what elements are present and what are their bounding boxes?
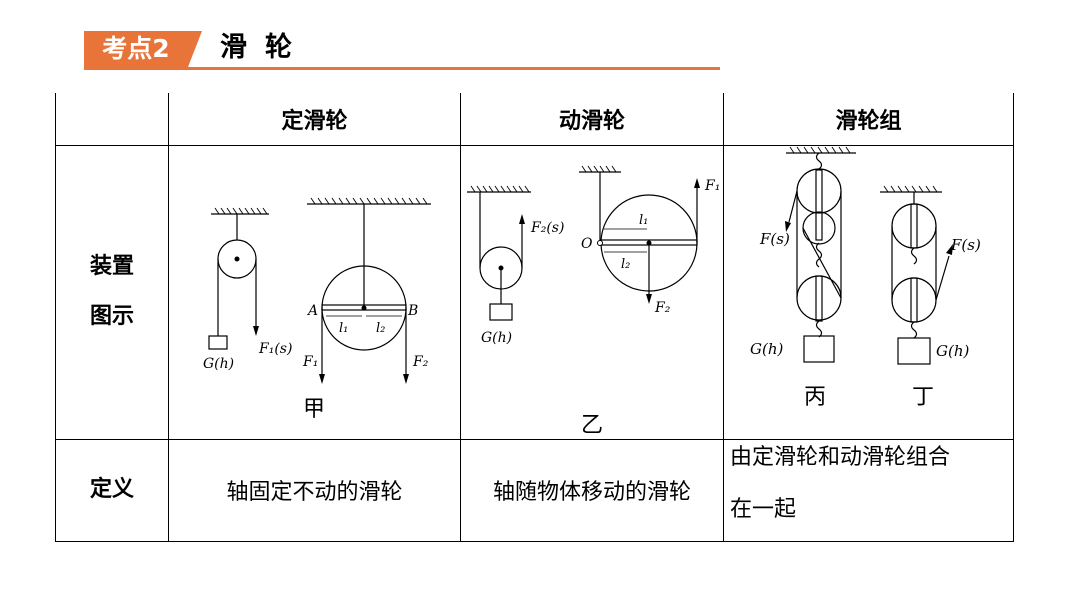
corner-cell — [55, 93, 169, 146]
label-Gh-ding: G(h) — [936, 342, 969, 360]
label-l2-jia: l₂ — [376, 321, 385, 336]
col-header-fixed: 定滑轮 — [168, 93, 461, 146]
fixed-pulley-figure-cell: F₁(s) G(h) — [168, 144, 461, 440]
label-A: A — [306, 303, 318, 319]
row-label-definition: 定义 — [55, 438, 169, 542]
row-label-diagram-line2: 图示 — [89, 304, 134, 329]
fixed-pulley-figure: F₁(s) G(h) — [203, 197, 431, 422]
label-F2-yi: F₂ — [654, 300, 671, 316]
label-F2-jia: F₂ — [412, 354, 429, 370]
label-B: B — [407, 303, 418, 319]
label-l1-yi: l₁ — [639, 213, 648, 228]
section-header: 考点2 滑轮 — [84, 28, 720, 70]
label-O: O — [581, 236, 593, 252]
label-l2-yi: l₂ — [621, 257, 630, 272]
label-F1-yi: F₁ — [704, 178, 720, 194]
label-Gh-yi: G(h) — [481, 330, 512, 346]
col-header-movable: 动滑轮 — [460, 93, 724, 146]
definition-combined-line1: 由定滑轮和动滑轮组合 — [730, 444, 951, 470]
definition-movable: 轴随物体移动的滑轮 — [460, 438, 724, 542]
label-F2s: F₂(s) — [530, 220, 564, 236]
ding-bottom-pulley — [891, 276, 937, 323]
label-Fs-bing: F(s) — [759, 230, 790, 248]
label-l1-jia: l₁ — [339, 321, 348, 336]
row-label-diagram: 装置 图示 — [55, 144, 169, 440]
row-label-diagram-line1: 装置 — [89, 254, 134, 279]
figure-label-bing: 丙 — [804, 385, 826, 410]
definition-fixed: 轴固定不动的滑轮 — [168, 438, 461, 542]
col-header-combined: 滑轮组 — [723, 93, 1014, 146]
label-Gh-bing: G(h) — [750, 340, 783, 358]
figure-label-ding: 丁 — [912, 385, 934, 410]
pulley-table: 定滑轮 动滑轮 滑轮组 装置 图示 — [55, 93, 1014, 542]
definition-combined-line2: 在一起 — [730, 496, 797, 522]
figure-label-jia: 甲 — [303, 397, 325, 422]
bing-top-pulley — [796, 167, 842, 214]
pulley-block-figure: F(s) G(h) — [750, 146, 981, 410]
ding-top-pulley — [891, 202, 937, 249]
pulley-block-figure-cell: F(s) G(h) — [723, 144, 1014, 440]
section-badge: 考点2 — [84, 31, 188, 67]
bing-middle-pulley — [802, 210, 836, 245]
label-F1-jia: F₁ — [302, 354, 318, 370]
header-underline — [84, 67, 720, 70]
section-title: 滑轮 — [220, 32, 310, 63]
label-F1s: F₁(s) — [258, 341, 292, 357]
definition-combined: 由定滑轮和动滑轮组合 在一起 — [723, 438, 1014, 542]
bing-bottom-pulley — [796, 274, 842, 321]
label-Gh-jia: G(h) — [203, 356, 234, 372]
badge-tip — [188, 31, 202, 67]
label-Fs-ding: F(s) — [950, 236, 981, 254]
movable-pulley-figure: F₂(s) G(h) — [467, 165, 720, 438]
figure-label-yi: 乙 — [581, 413, 603, 435]
movable-pulley-figure-cell: F₂(s) G(h) — [460, 144, 724, 440]
